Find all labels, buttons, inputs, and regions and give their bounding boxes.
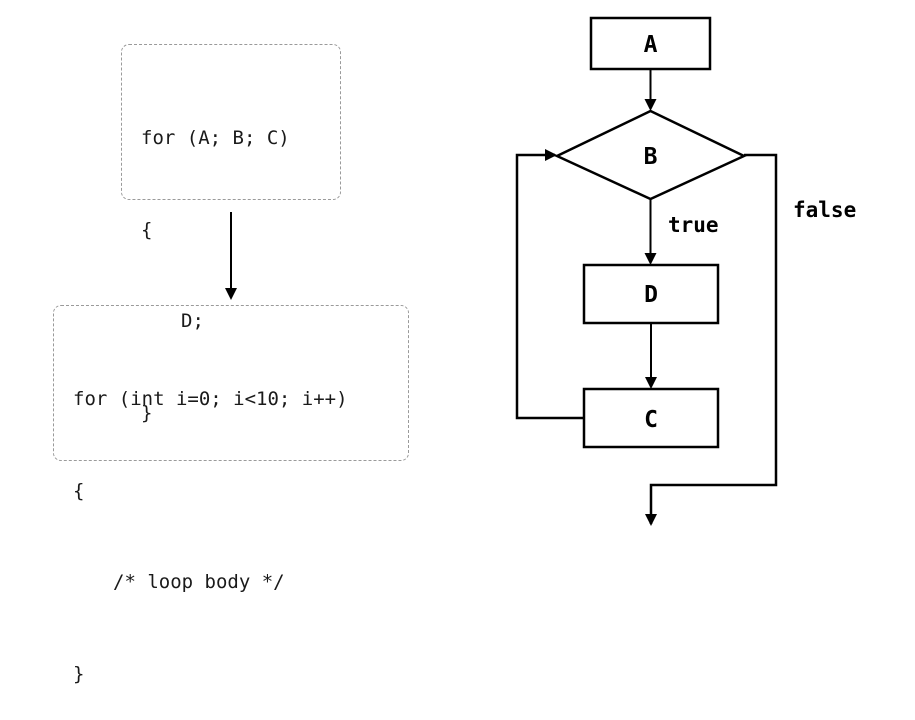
code-line: for (A; B; C) <box>141 127 290 149</box>
code-template-box: for (A; B; C) { D; } <box>121 44 341 424</box>
node-b-label: B <box>644 144 658 170</box>
node-d-label: D <box>644 282 658 308</box>
node-a-label: A <box>644 32 658 58</box>
flowchart-node-d: D <box>582 263 720 325</box>
edge-true-label: true <box>668 213 719 237</box>
code-line: { <box>73 479 85 502</box>
code-line: { <box>141 218 153 241</box>
code-line: for (int i=0; i<10; i++) <box>73 388 348 410</box>
flowchart-canvas: A B true D C false <box>225 16 856 526</box>
code-line: /* loop body */ <box>113 571 285 593</box>
code-line: } <box>73 662 85 685</box>
flowchart-node-c: C <box>582 387 720 449</box>
edge-c-loop-to-b <box>515 149 584 420</box>
flowchart-node-a: A <box>589 16 712 71</box>
flowchart-decision-b: B <box>554 109 747 201</box>
edge-false-label: false <box>793 198 856 222</box>
code-line: D; <box>181 310 204 332</box>
code-line: } <box>141 401 153 424</box>
node-c-label: C <box>644 407 658 433</box>
edge-b-false-exit <box>645 153 778 526</box>
